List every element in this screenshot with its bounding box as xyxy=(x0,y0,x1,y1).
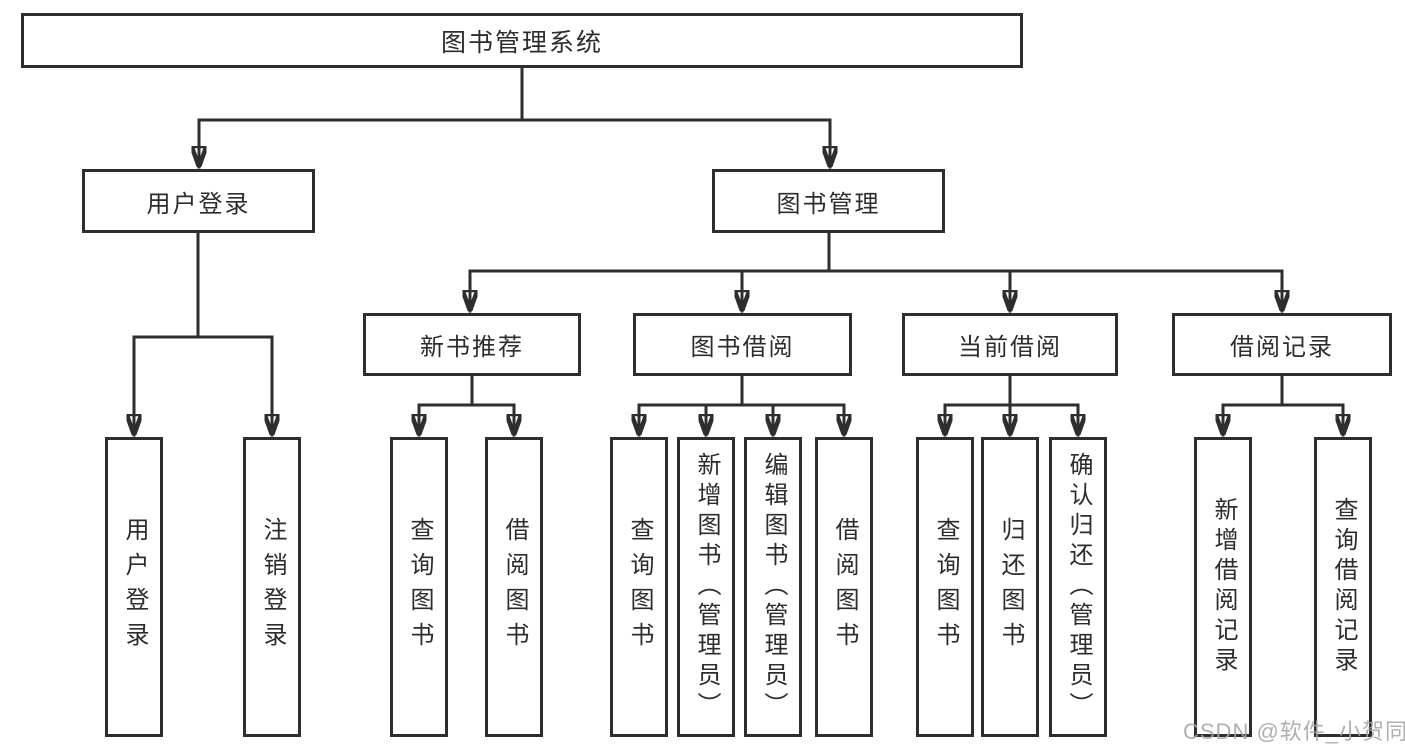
node-book-management-label: 图书管理 xyxy=(776,190,881,218)
leaf-query-borrow-record-label: 查询借阅记录 xyxy=(1330,497,1357,677)
leaf-confirm-return-admin-label: 确认归还（管理员） xyxy=(1065,452,1092,722)
leaf-return-book: 归还图书 xyxy=(981,437,1039,737)
leaf-query-books-3-label: 查询图书 xyxy=(932,517,959,657)
leaf-edit-book-admin-label: 编辑图书（管理员） xyxy=(760,452,787,722)
leaf-query-books-1: 查询图书 xyxy=(390,437,448,737)
leaf-query-books-1-label: 查询图书 xyxy=(406,517,433,657)
watermark-text: CSDN @软件_小贺同学 xyxy=(1183,719,1405,744)
node-borrow-records-label: 借阅记录 xyxy=(1230,334,1334,361)
leaf-query-books-2-label: 查询图书 xyxy=(626,517,653,657)
leaf-user-login: 用户登录 xyxy=(105,437,163,737)
leaf-confirm-return-admin: 确认归还（管理员） xyxy=(1049,437,1107,737)
node-user-login-label: 用户登录 xyxy=(146,190,251,218)
node-current-borrow: 当前借阅 xyxy=(902,313,1118,376)
node-new-book-recommend-label: 新书推荐 xyxy=(420,334,524,361)
node-user-login: 用户登录 xyxy=(82,169,315,233)
leaf-edit-book-admin: 编辑图书（管理员） xyxy=(744,437,802,737)
node-current-borrow-label: 当前借阅 xyxy=(958,334,1062,361)
node-book-borrow: 图书借阅 xyxy=(633,313,852,376)
leaf-borrow-books-2-label: 借阅图书 xyxy=(831,517,858,657)
leaf-query-borrow-record: 查询借阅记录 xyxy=(1314,437,1372,737)
node-root-label: 图书管理系统 xyxy=(440,28,603,57)
leaf-query-books-2: 查询图书 xyxy=(610,437,668,737)
connector-elbows xyxy=(132,66,1345,407)
leaf-user-login-label: 用户登录 xyxy=(121,517,148,657)
leaf-add-borrow-record: 新增借阅记录 xyxy=(1194,437,1252,737)
node-book-management: 图书管理 xyxy=(712,169,945,233)
leaf-add-book-admin-label: 新增图书（管理员） xyxy=(693,452,720,722)
leaf-borrow-books-1-label: 借阅图书 xyxy=(501,517,528,657)
leaf-borrow-books-1: 借阅图书 xyxy=(485,437,543,737)
leaf-logout-label: 注销登录 xyxy=(259,517,286,657)
node-borrow-records: 借阅记录 xyxy=(1172,313,1392,376)
node-root: 图书管理系统 xyxy=(21,13,1023,68)
leaf-borrow-books-2: 借阅图书 xyxy=(815,437,873,737)
leaf-logout: 注销登录 xyxy=(243,437,301,737)
leaf-return-book-label: 归还图书 xyxy=(997,517,1024,657)
leaf-query-books-3: 查询图书 xyxy=(916,437,974,737)
leaf-add-book-admin: 新增图书（管理员） xyxy=(677,437,735,737)
node-book-borrow-label: 图书借阅 xyxy=(690,334,795,361)
node-new-book-recommend: 新书推荐 xyxy=(363,313,581,376)
leaf-add-borrow-record-label: 新增借阅记录 xyxy=(1210,497,1237,677)
